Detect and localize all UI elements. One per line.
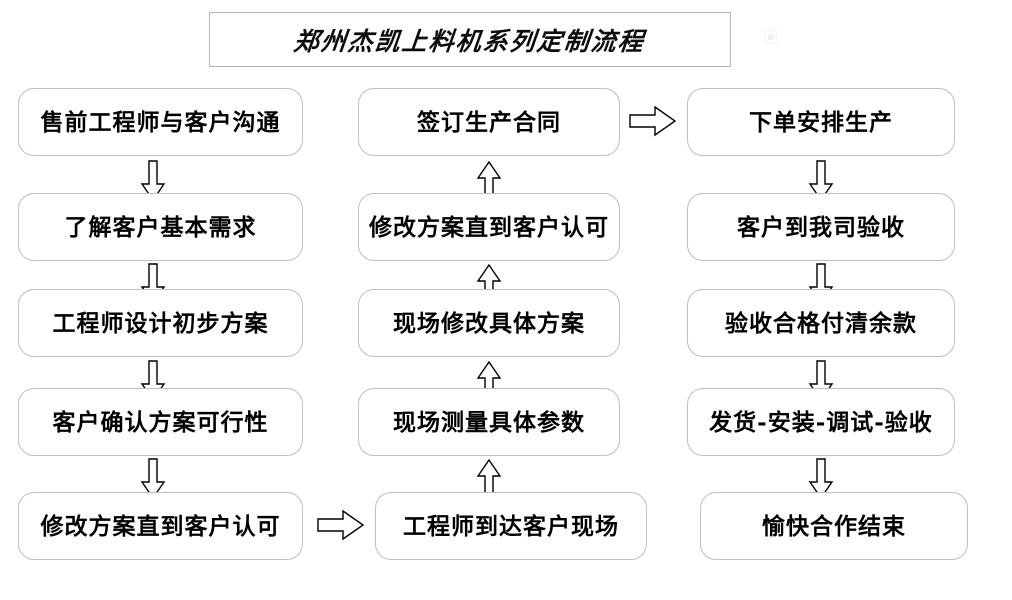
process-node-15-label: 愉快合作结束 <box>762 512 906 540</box>
process-node-1-label: 售前工程师与客户沟通 <box>40 108 281 136</box>
process-node-2-label: 了解客户基本需求 <box>64 213 257 241</box>
process-node-8-label: 现场修改具体方案 <box>393 309 585 337</box>
process-node-1[interactable]: 售前工程师与客户沟通 <box>18 88 303 156</box>
process-node-3-label: 工程师设计初步方案 <box>52 309 269 337</box>
chart-title-text: 郑州杰凯上料机系列定制流程 <box>292 26 647 56</box>
arrow-down-right-1 <box>808 160 834 202</box>
process-node-13[interactable]: 验收合格付清余款 <box>687 289 955 357</box>
process-node-3[interactable]: 工程师设计初步方案 <box>18 289 303 357</box>
process-node-11-label: 下单安排生产 <box>749 108 893 136</box>
connector-left-to-middle-arrow-right-icon <box>317 508 365 542</box>
process-node-11[interactable]: 下单安排生产 <box>687 88 955 156</box>
process-node-10[interactable]: 工程师到达客户现场 <box>375 492 647 560</box>
process-node-2[interactable]: 了解客户基本需求 <box>18 193 303 261</box>
process-node-7-label: 修改方案直到客户认可 <box>369 213 609 241</box>
process-node-14-label: 发货-安装-调试-验收 <box>709 408 933 436</box>
process-node-7[interactable]: 修改方案直到客户认可 <box>358 193 620 261</box>
connector-middle-to-right-arrow-right-icon <box>629 104 677 138</box>
arrow-down-left-4 <box>140 458 166 500</box>
process-node-12-label: 客户到我司验收 <box>737 213 905 241</box>
arrow-down-left-1 <box>140 160 166 202</box>
arrow-down-right-4 <box>808 458 834 500</box>
process-node-5-label: 修改方案直到客户认可 <box>40 512 281 540</box>
process-node-6-label: 签订生产合同 <box>417 108 561 136</box>
chart-title-box: 郑州杰凯上料机系列定制流程 <box>209 12 731 67</box>
process-node-4[interactable]: 客户确认方案可行性 <box>18 388 303 456</box>
process-node-14[interactable]: 发货-安装-调试-验收 <box>687 388 955 456</box>
process-node-4-label: 客户确认方案可行性 <box>52 408 269 436</box>
process-node-9-label: 现场测量具体参数 <box>393 408 585 436</box>
process-node-5[interactable]: 修改方案直到客户认可 <box>18 492 303 560</box>
process-node-10-label: 工程师到达客户现场 <box>403 512 619 540</box>
process-node-6[interactable]: 签订生产合同 <box>358 88 620 156</box>
process-node-12[interactable]: 客户到我司验收 <box>687 193 955 261</box>
process-node-9[interactable]: 现场测量具体参数 <box>358 388 620 456</box>
process-node-15[interactable]: 愉快合作结束 <box>700 492 968 560</box>
process-node-13-label: 验收合格付清余款 <box>725 309 917 337</box>
watermark-icon <box>756 22 786 52</box>
process-node-8[interactable]: 现场修改具体方案 <box>358 289 620 357</box>
